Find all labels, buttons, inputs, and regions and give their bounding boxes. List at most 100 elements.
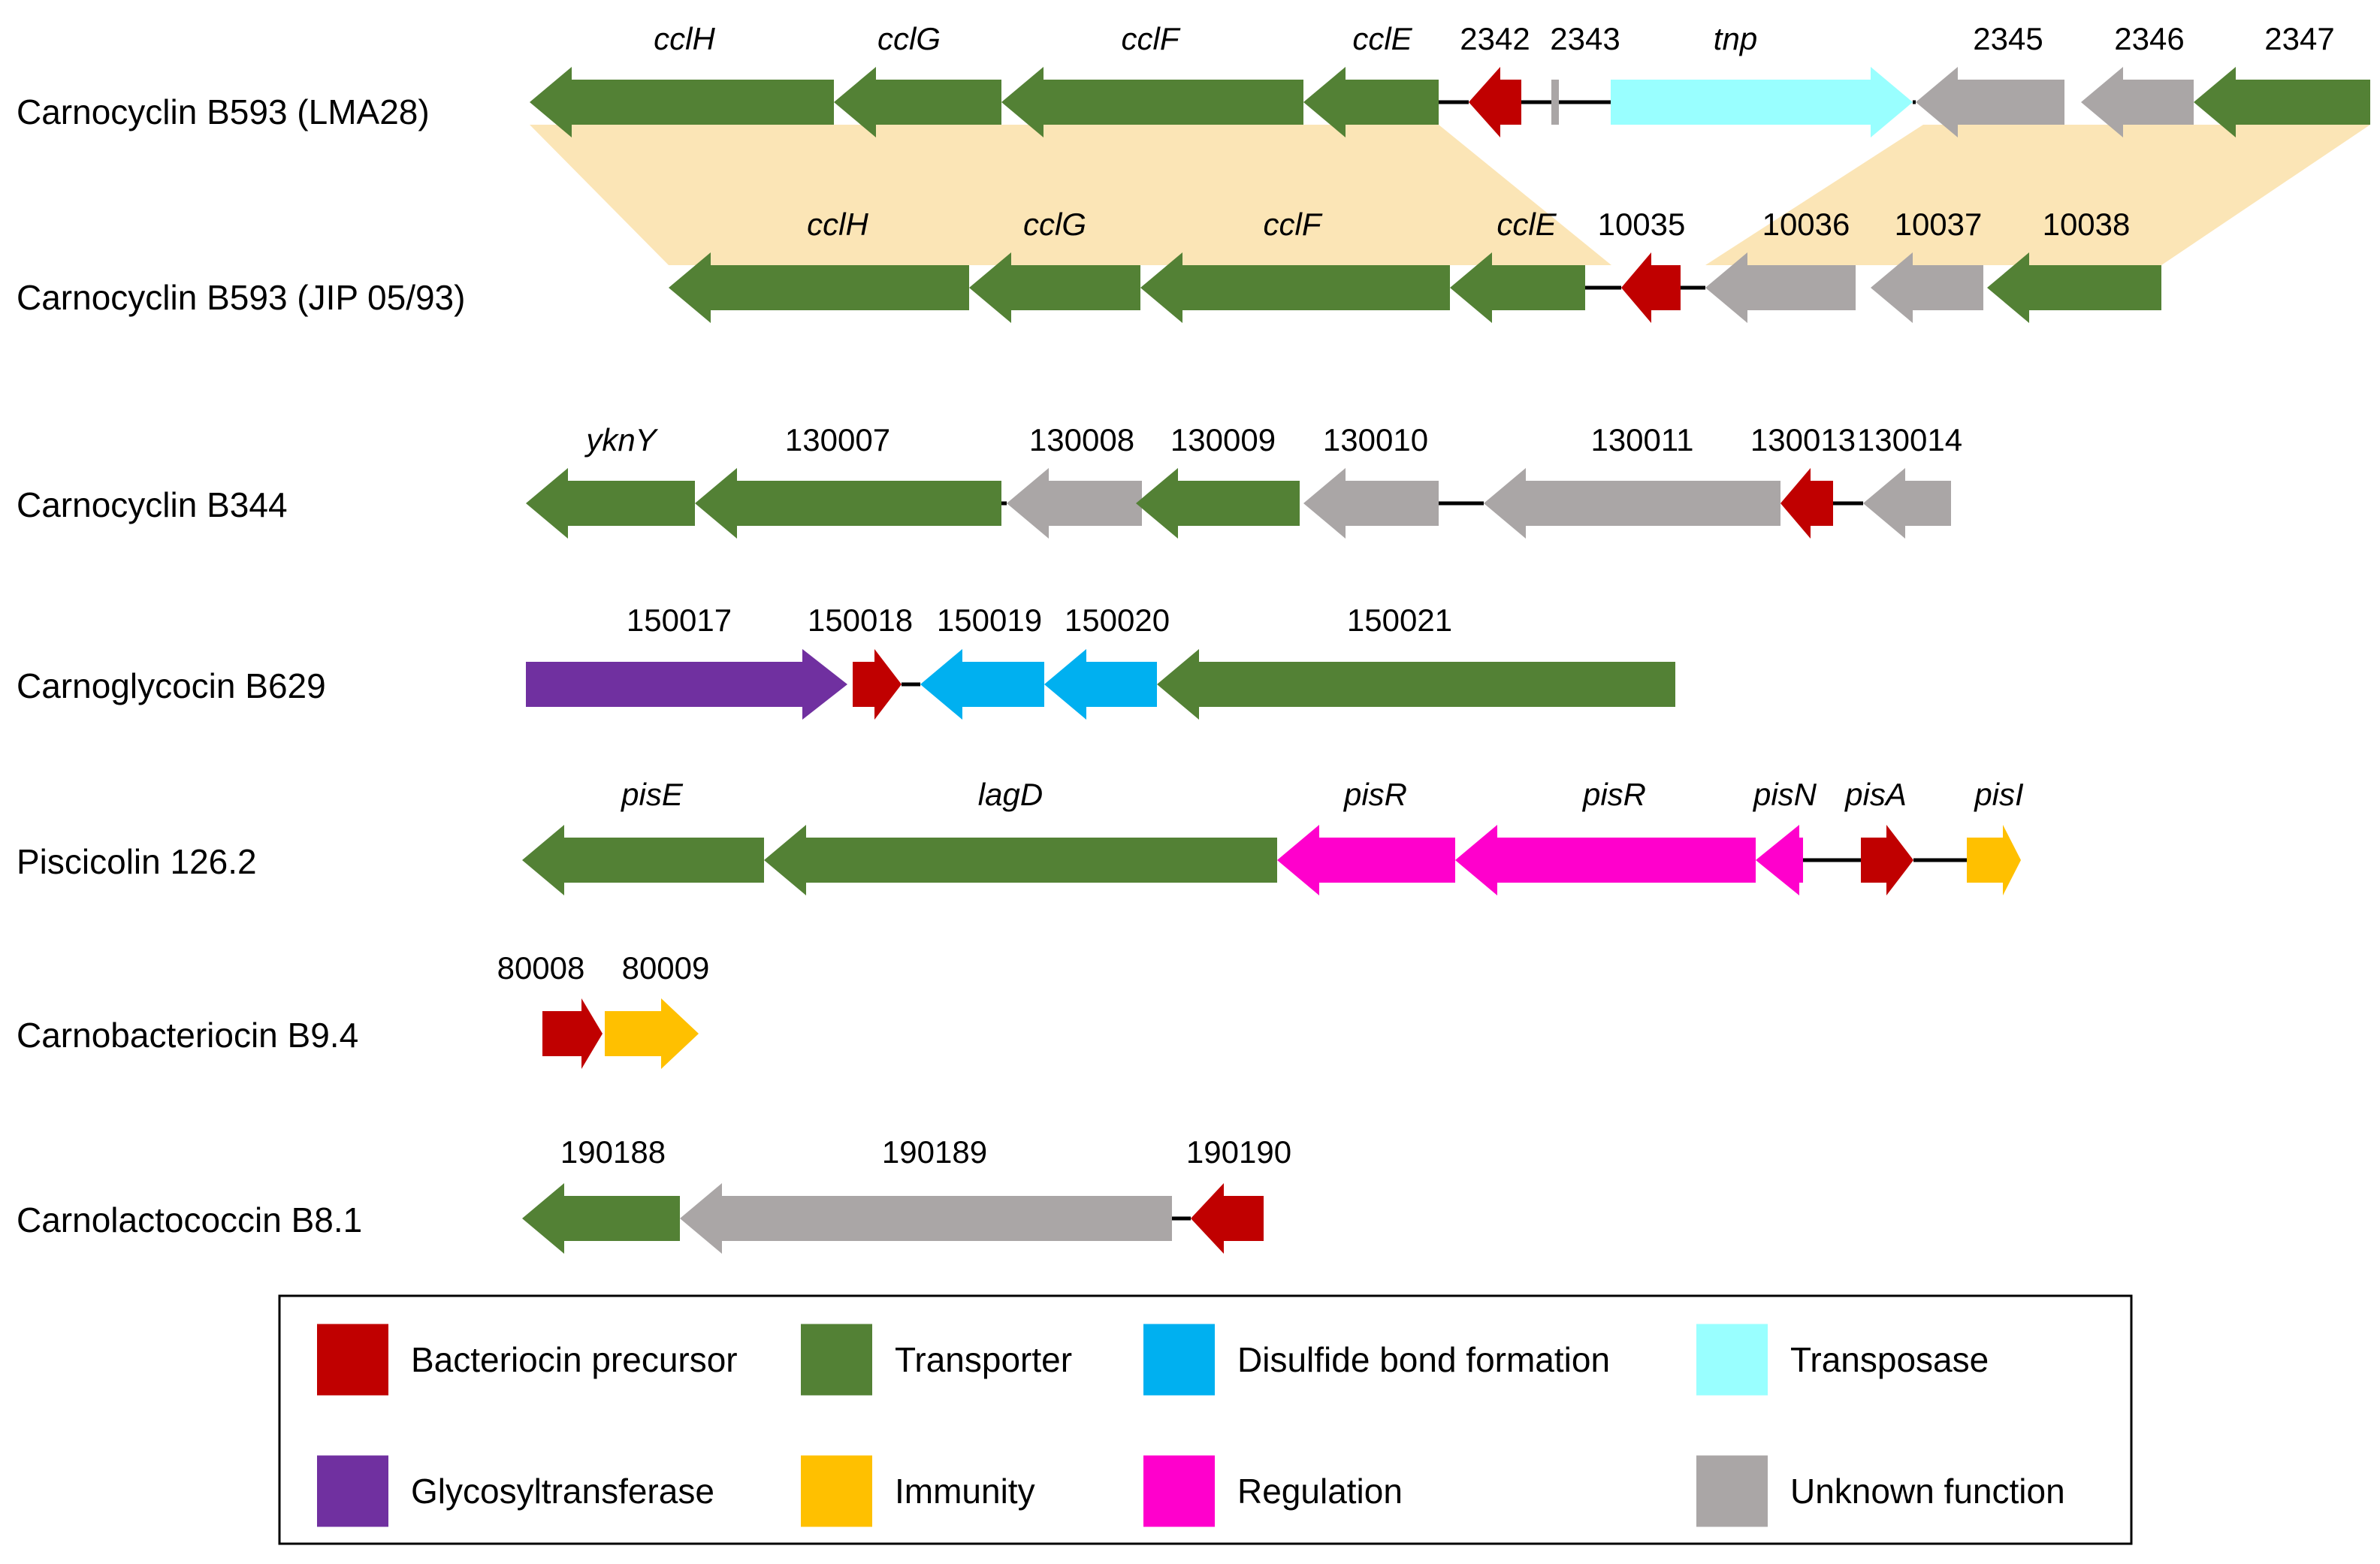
gene-arrow-130013 [1780,468,1833,539]
gene-arrow-pisr [1277,825,1455,895]
gene-arrow-2347 [2194,67,2370,137]
gene-arrow-pisi [1967,825,2021,895]
legend-swatch-precursor [317,1324,388,1396]
gene-arrow-2343 [1551,67,1559,137]
gene-label-130014: 130014 [1857,422,1962,457]
gene-label-190190: 190190 [1186,1134,1291,1170]
gene-label-pisr: pisR [1581,777,1646,812]
legend-swatch-transposase [1696,1324,1768,1396]
gene-arrow-pisr [1455,825,1756,895]
gene-label-150019: 150019 [937,602,1042,638]
gene-label-10038: 10038 [2043,207,2131,242]
cluster-carnocyclin-b344: Carnocyclin B344 yknY 130007 130008 130009 13… [17,422,1962,539]
legend-swatch-disulfide [1143,1324,1215,1396]
gene-label-130011: 130011 [1590,422,1693,457]
legend-label-regulation: Regulation [1237,1472,1403,1511]
cluster-name: Piscicolin 126.2 [17,842,257,881]
synteny-band-1 [530,125,1611,265]
gene-label-2343: 2343 [1550,21,1620,56]
gene-arrow-cclg [969,252,1140,323]
synteny-band-2 [1705,125,2370,265]
gene-label-cclg: cclG [1023,207,1086,242]
gene-arrow-lagd [764,825,1277,895]
legend-label-immunity: Immunity [895,1472,1035,1511]
gene-arrow-cclg [834,67,1001,137]
gene-arrow-2345 [1916,67,2064,137]
gene-arrow-130014 [1863,468,1951,539]
legend-swatch-unknown [1696,1455,1768,1527]
gene-label-cclg: cclG [877,21,941,56]
legend-label-transporter: Transporter [895,1340,1072,1379]
gene-arrow-2342 [1469,67,1521,137]
gene-label-cclf: cclF [1264,207,1323,242]
gene-arrow-pisn [1756,825,1803,895]
gene-label-190188: 190188 [560,1134,666,1170]
gene-arrow-130008 [1007,468,1142,539]
clusters-layer: Carnocyclin B593 (LMA28) cclH cclG cclF cclE… [17,21,2370,1254]
gene-label-cclf: cclF [1122,21,1181,56]
gene-arrow-150019 [920,649,1044,720]
cluster-name: Carnocyclin B344 [17,485,288,524]
gene-arrow-ccle [1303,67,1439,137]
gene-label-pisr: pisR [1343,777,1407,812]
gene-arrow-130011 [1484,468,1780,539]
legend-label-transposase: Transposase [1790,1340,1989,1379]
gene-label-150021: 150021 [1347,602,1452,638]
gene-arrow-tnp [1611,67,1913,137]
gene-label-130010: 130010 [1323,422,1428,457]
cluster-carnocyclin-b593-jip-05-93: Carnocyclin B593 (JIP 05/93) cclH cclG cclF… [17,207,2161,323]
gene-arrow-130010 [1303,468,1439,539]
gene-arrow-80009 [605,998,699,1069]
gene-label-10036: 10036 [1762,207,1850,242]
cluster-name: Carnobacteriocin B9.4 [17,1016,358,1055]
gene-label-150017: 150017 [627,602,732,638]
gene-label-130013: 130013 [1750,422,1856,457]
gene-label-80008: 80008 [497,950,585,986]
legend-swatch-regulation [1143,1455,1215,1527]
gene-arrow-150021 [1157,649,1675,720]
gene-label-cclh: cclH [654,21,715,56]
gene-arrow-150017 [526,649,847,720]
synteny-layer [530,125,2370,265]
cluster-name: Carnocyclin B593 (LMA28) [17,92,430,131]
gene-label-150020: 150020 [1065,602,1170,638]
gene-arrow-ccle [1450,252,1585,323]
gene-arrow-150018 [853,649,902,720]
legend-label-precursor: Bacteriocin precursor [411,1340,738,1379]
gene-label-2345: 2345 [1973,21,2043,56]
gene-label-pisi: pisI [1973,777,2024,812]
gene-label-130007: 130007 [785,422,890,457]
legend-box [278,1294,2133,1545]
gene-label-150018: 150018 [808,602,913,638]
gene-arrow-10037 [1871,252,1983,323]
gene-arrow-10036 [1705,252,1856,323]
gene-arrow-130009 [1136,468,1300,539]
gene-arrow-cclh [530,67,834,137]
gene-label-ccle: cclE [1352,21,1412,56]
cluster-name: Carnocyclin B593 (JIP 05/93) [17,278,465,317]
gene-label-ccle: cclE [1497,207,1557,242]
gene-label-2346: 2346 [2114,21,2184,56]
gene-arrow-pise [522,825,764,895]
gene-label-cclh: cclH [807,207,868,242]
gene-label-2347: 2347 [2264,21,2334,56]
gene-label-130009: 130009 [1170,422,1276,457]
gene-arrow-150020 [1044,649,1157,720]
cluster-carnocyclin-b593-lma28: Carnocyclin B593 (LMA28) cclH cclG cclF cclE… [17,21,2370,137]
gene-label-130008: 130008 [1029,422,1134,457]
gene-arrow-130007 [695,468,1001,539]
gene-arrow-cclh [669,252,969,323]
gene-arrow-10038 [1987,252,2161,323]
gene-label-pisa: pisA [1844,777,1907,812]
cluster-name: Carnolactococcin B8.1 [17,1200,362,1239]
gene-label-ykny: yknY [584,422,658,457]
gene-arrow-2346 [2081,67,2194,137]
legend-swatch-glycosyl [317,1455,388,1527]
legend-swatch-immunity [801,1455,872,1527]
gene-arrow-80008 [542,998,603,1069]
